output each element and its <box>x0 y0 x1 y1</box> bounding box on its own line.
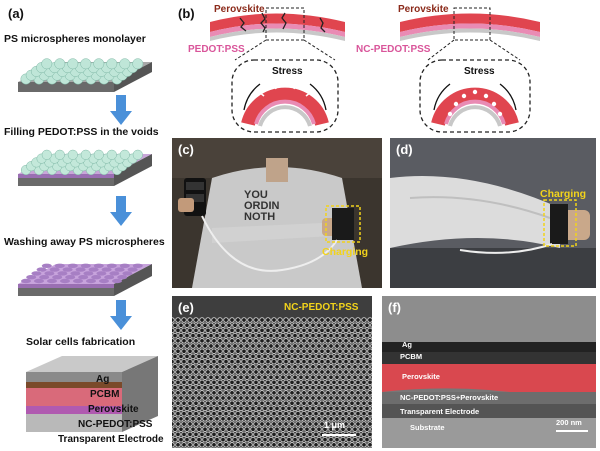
layer-label-pcbm: PCBM <box>400 352 423 361</box>
scale-label-e: 1 μm <box>324 420 346 430</box>
shirt-print: YOU ORDIN NOTH <box>244 190 279 223</box>
stress-label-left: Stress <box>272 66 303 77</box>
shirt-text-line: ORDIN <box>244 200 280 212</box>
stack-label-nc-pedot: NC-PEDOT:PSS <box>78 419 153 430</box>
stack-label-ag: Ag <box>96 374 110 385</box>
sem-cross-section-f: (f) Ag PCBM Perovskite NC-PEDOT:PSS+Pero… <box>382 296 596 448</box>
layer-label-perovskite: Perovskite <box>402 372 440 381</box>
scale-bar-e <box>322 434 356 436</box>
pedot-filling-illustration <box>18 149 152 186</box>
left-pedot-label: PEDOT:PSS <box>188 44 245 55</box>
panel-label-e: (e) <box>178 300 194 315</box>
sem-top-view-e: (e) NC-PEDOT:PSS 1 μm <box>172 296 372 448</box>
photo-d-wearable: (d) Charging <box>390 138 596 288</box>
bending-schematic <box>210 7 540 133</box>
scale-label-f: 200 nm <box>556 418 582 427</box>
scale-bar-f <box>556 430 588 432</box>
layer-label-transparent-electrode: Transparent Electrode <box>400 407 480 416</box>
charging-label-c: Charging <box>322 246 369 258</box>
stack-label-pcbm: PCBM <box>90 389 120 400</box>
stack-label-transparent-electrode: Transparent Electrode <box>58 434 164 445</box>
charging-label-d: Charging <box>540 188 587 200</box>
step-3-label: Washing away PS microspheres <box>4 236 165 248</box>
stack-label-perovskite: Perovskite <box>88 404 139 415</box>
stress-label-right: Stress <box>464 66 495 77</box>
panel-label-f: (f) <box>388 300 401 315</box>
arrow-down-icon <box>110 196 132 226</box>
panel-label-d: (d) <box>396 142 413 157</box>
shirt-text-line: NOTH <box>244 211 276 223</box>
step-1-label: PS microspheres monolayer <box>4 33 146 45</box>
arrow-down-icon <box>110 95 132 125</box>
panel-label-c: (c) <box>178 142 194 157</box>
panel-label-a: (a) <box>8 6 24 21</box>
step-4-label: Solar cells fabrication <box>26 336 136 348</box>
right-pedot-label: NC-PEDOT:PSS <box>356 44 431 55</box>
left-perovskite-label: Perovskite <box>214 4 265 15</box>
arrow-down-icon <box>110 300 132 330</box>
layer-label-nc-pedot-perovskite: NC-PEDOT:PSS+Perovskite <box>400 393 499 402</box>
device-stack-illustration <box>26 356 158 432</box>
washed-template-illustration <box>18 263 152 296</box>
layer-label-substrate: Substrate <box>410 423 445 432</box>
photo-c-wearable: YOU ORDIN NOTH (c) Charging <box>172 138 382 288</box>
panel-label-b: (b) <box>178 6 195 21</box>
right-perovskite-label: Perovskite <box>398 4 449 15</box>
shirt-text-line: YOU <box>244 189 268 201</box>
ps-monolayer-illustration <box>18 58 152 92</box>
sem-title-e: NC-PEDOT:PSS <box>284 302 359 313</box>
layer-label-ag: Ag <box>402 340 412 349</box>
step-2-label: Filling PEDOT:PSS in the voids <box>4 126 159 138</box>
